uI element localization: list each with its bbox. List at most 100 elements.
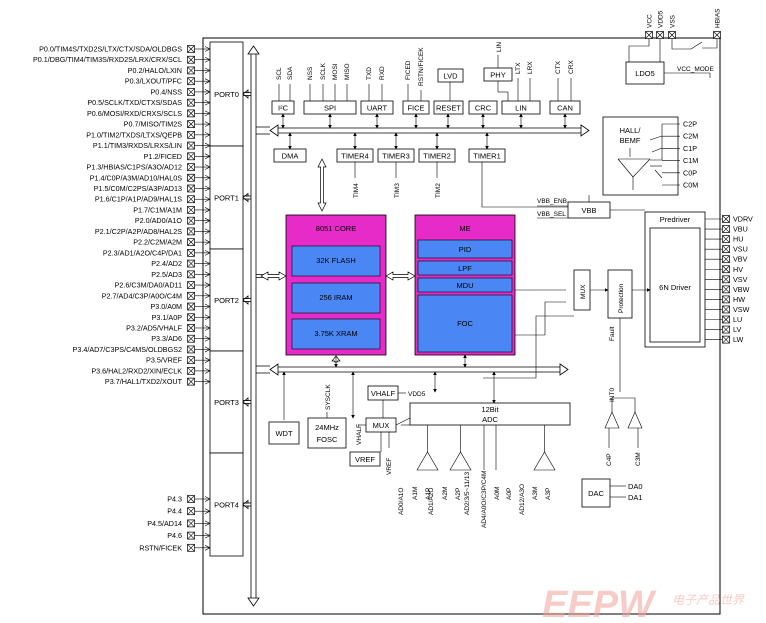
me-block: ME PID LPF MDU FOC bbox=[414, 214, 516, 356]
left-pin-label: P0.1/DBG/TIM4/TIM3S/RXD2S/LRX/CRX/SCL bbox=[33, 55, 182, 64]
uart-label: UART bbox=[367, 104, 388, 113]
pin-marker bbox=[187, 66, 195, 75]
rxd-signal: RXD bbox=[379, 66, 386, 80]
tim4-signal: TIM4 bbox=[353, 183, 360, 198]
iram-label: 256 IRAM bbox=[319, 293, 352, 302]
top-signal-lines bbox=[278, 55, 572, 208]
pin-marker bbox=[187, 130, 195, 139]
left-pin-label: P0.0/TIM4S/TXD2S/LTX/CTX/SDA/OLDBGS bbox=[39, 45, 182, 54]
can-label: CAN bbox=[557, 104, 573, 113]
port-label: PORT1 bbox=[214, 194, 239, 203]
pin-marker bbox=[187, 109, 195, 118]
adc-input-label: AD1/A2O bbox=[428, 488, 435, 515]
right-pin-label: HV bbox=[733, 265, 743, 274]
left-pin-label: P1.3/HBIAS/C1PS/A3O/AD12 bbox=[87, 163, 182, 172]
adc-input-label: A2P bbox=[455, 488, 462, 500]
pin-marker bbox=[187, 313, 195, 322]
fosc-label-2: FOSC bbox=[317, 435, 338, 444]
right-pin-label: HW bbox=[733, 295, 745, 304]
hall-pin-label: C2P bbox=[683, 120, 697, 129]
port-label: PORT2 bbox=[214, 296, 239, 305]
right-pin-marker bbox=[722, 215, 730, 223]
right-pin-marker bbox=[722, 265, 730, 274]
left-pin-label: P3.7/HAL1/TXD2/XOUT bbox=[105, 377, 183, 386]
right-pin-marker bbox=[722, 245, 730, 253]
main-bus bbox=[247, 45, 260, 607]
tim3-signal: TIM3 bbox=[394, 183, 401, 198]
dac-block: DAC DA0 DA1 bbox=[581, 478, 643, 508]
fosc-label-1: 24MHz bbox=[315, 423, 339, 432]
top-signal-labels: SCL SDA NSS SCLK MOSI MISO TXD RXD FICED… bbox=[276, 42, 575, 86]
right-pin-label: HU bbox=[733, 235, 743, 244]
left-pin-label: P0.7/MISO/TIM2S bbox=[124, 120, 183, 129]
adc-input-label: A1M bbox=[412, 487, 419, 500]
left-pin-label: P4.4 bbox=[167, 507, 182, 516]
left-pin-label: P3.5/VREF bbox=[146, 356, 183, 365]
reset-label: RESET bbox=[436, 104, 461, 113]
adc-label-2: ADC bbox=[482, 415, 498, 424]
left-pin-label: P2.7/AD4/C3P/A0O/C4M bbox=[102, 291, 182, 300]
rstn-signal: RSTN/FICEK bbox=[418, 47, 425, 86]
core-title: 8051 CORE bbox=[316, 224, 356, 233]
predriver-block: Predriver 6N Driver bbox=[644, 211, 706, 348]
lrx-signal: LRX bbox=[527, 61, 534, 74]
mux2-label: MUX bbox=[373, 421, 390, 430]
eepw-logo: EEPW bbox=[542, 584, 657, 623]
left-pin-label: P1.7/C1M/A1M bbox=[133, 205, 182, 214]
left-pin-label: P2.4/AD2 bbox=[151, 259, 182, 268]
pin-marker bbox=[187, 356, 195, 365]
pin-marker bbox=[187, 302, 195, 311]
pin-marker bbox=[187, 206, 195, 214]
vdd5-label: VDD5 bbox=[408, 391, 426, 398]
sda-signal: SDA bbox=[287, 66, 294, 80]
pin-marker bbox=[187, 324, 195, 332]
lpf-label: LPF bbox=[458, 264, 472, 273]
pin-marker bbox=[187, 184, 195, 193]
clock-blocks: WDT 24MHz FOSC SYSCLK bbox=[268, 384, 347, 449]
right-pin-marker bbox=[722, 255, 730, 264]
timer2-label: TIMER2 bbox=[423, 152, 451, 161]
pin-marker bbox=[187, 259, 195, 268]
right-pin-label: VSV bbox=[733, 275, 748, 284]
right-pin-marker bbox=[722, 235, 730, 243]
protection-label: Protection bbox=[618, 283, 625, 313]
foc-label: FOC bbox=[457, 319, 473, 328]
top-pin-marker bbox=[645, 31, 653, 39]
top-pin-label: VDD5 bbox=[658, 10, 665, 28]
lin-top-signal: LIN bbox=[496, 42, 503, 52]
hall-label-2: BEMF bbox=[620, 136, 641, 145]
fault-label: Fault bbox=[609, 326, 616, 341]
port-box: PORT0 bbox=[209, 41, 244, 147]
hall-pin-label: C1P bbox=[683, 144, 697, 153]
right-pin-marker bbox=[722, 325, 730, 334]
left-pin-label: P2.2/C2M/A2M bbox=[133, 238, 182, 247]
pin-marker bbox=[187, 531, 195, 540]
pin-marker bbox=[187, 291, 195, 300]
pin-marker bbox=[187, 55, 195, 64]
left-pin-label: P3.4/AD7/C3PS/C4MS/OLDBGS2 bbox=[73, 345, 182, 354]
txd-signal: TXD bbox=[366, 67, 373, 80]
timer4-label: TIMER4 bbox=[341, 152, 369, 161]
comparator-area: INT0 C4P C3M bbox=[604, 388, 643, 466]
lvd-label: LVD bbox=[443, 72, 458, 81]
da0-label: DA0 bbox=[628, 482, 643, 491]
pin-marker bbox=[187, 88, 195, 96]
pin-marker bbox=[187, 495, 195, 503]
right-pin-label: VBU bbox=[733, 225, 748, 234]
pin-marker bbox=[187, 98, 195, 107]
top-bus bbox=[269, 124, 590, 137]
right-pin-label: VBV bbox=[733, 255, 748, 264]
mdu-label: MDU bbox=[456, 281, 473, 290]
adc-input-label: A1P bbox=[425, 488, 432, 500]
pin-marker bbox=[187, 238, 195, 246]
c4p-label: C4P bbox=[606, 453, 613, 466]
pin-marker bbox=[187, 141, 195, 150]
8051-core: 8051 CORE 32K FLASH 256 IRAM 3.75K XRAM bbox=[285, 214, 387, 356]
port-box: PORT1 bbox=[209, 145, 244, 250]
left-pin-label: P0.5/SCLK/TXD/CTXS/SDAS bbox=[87, 98, 182, 107]
pin-marker bbox=[187, 281, 195, 289]
ficed-signal: FICED bbox=[405, 60, 412, 80]
right-pin-marker bbox=[722, 275, 730, 284]
adc-input-label: A0P bbox=[506, 488, 513, 500]
